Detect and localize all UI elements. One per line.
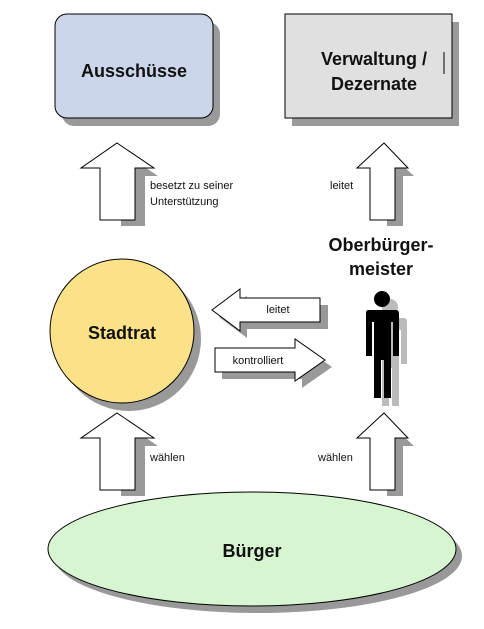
oberbuergermeister-label-line1: Oberbürger- <box>328 235 433 255</box>
edge-label-kontrolliert: kontrolliert <box>233 355 284 367</box>
edge-label-leitet-vertical: leitet <box>330 180 353 192</box>
arrow-ob-to-verwaltung <box>355 142 414 226</box>
edge-label-besetzt-2: Unterstützung <box>150 196 218 208</box>
edge-label-leitet-horizontal: leitet <box>266 304 289 316</box>
arrow-kontrolliert-right: kontrolliert <box>214 338 332 388</box>
stadtrat-circle: Stadtrat <box>49 258 201 411</box>
ausschuesse-label: Ausschüsse <box>81 61 187 81</box>
buerger-ellipse: Bürger <box>47 491 462 613</box>
arrow-buerger-to-stadtrat <box>79 412 158 496</box>
stadtrat-label: Stadtrat <box>88 323 156 343</box>
verwaltung-label-line1: Verwaltung / <box>321 49 427 69</box>
edge-label-waehlen-right: wählen <box>317 452 353 464</box>
edge-label-waehlen-left: wählen <box>149 452 185 464</box>
edge-label-besetzt-1: besetzt zu seiner <box>150 180 233 192</box>
person-icon <box>366 291 407 406</box>
oberbuergermeister-label-line2: meister <box>349 259 413 279</box>
buerger-label: Bürger <box>222 541 281 561</box>
arrow-buerger-to-ob <box>355 412 414 496</box>
arrow-leitet-left: leitet <box>211 288 328 338</box>
verwaltung-label-line2: Dezernate <box>331 74 417 94</box>
verwaltung-box: Verwaltung / Dezernate <box>284 13 459 126</box>
ausschuesse-box: Ausschüsse <box>54 13 220 126</box>
arrow-stadtrat-to-ausschuesse <box>79 142 158 226</box>
